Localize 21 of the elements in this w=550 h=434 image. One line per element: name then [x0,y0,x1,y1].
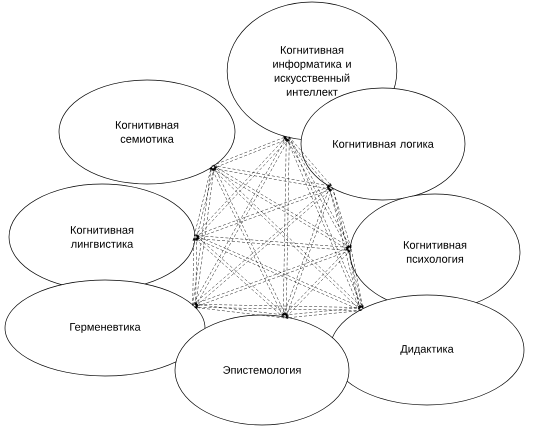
ellipse-node: Эпистемология [174,314,350,426]
arrow [194,306,285,318]
arrow [194,304,285,316]
arrow [194,306,362,311]
arrow [196,238,350,251]
ellipse-node: Когнитивная лингвистика [8,184,196,290]
arrow [285,137,290,316]
arrow [282,138,288,317]
arrow [285,310,362,319]
arrow [194,236,198,306]
ellipse-node: Герменевтика [4,280,206,376]
arrow [192,238,196,306]
arrow [195,235,350,248]
arrow [351,248,364,309]
ellipse-node: Когнитивная психология [350,194,520,310]
ellipse-node: Когнитивная семиотика [58,80,236,184]
arrow [284,306,361,316]
node-label: Эпистемология [223,366,301,374]
arrow [194,304,362,309]
arrow [348,249,360,310]
ellipse-node: Дидактика [330,294,524,406]
